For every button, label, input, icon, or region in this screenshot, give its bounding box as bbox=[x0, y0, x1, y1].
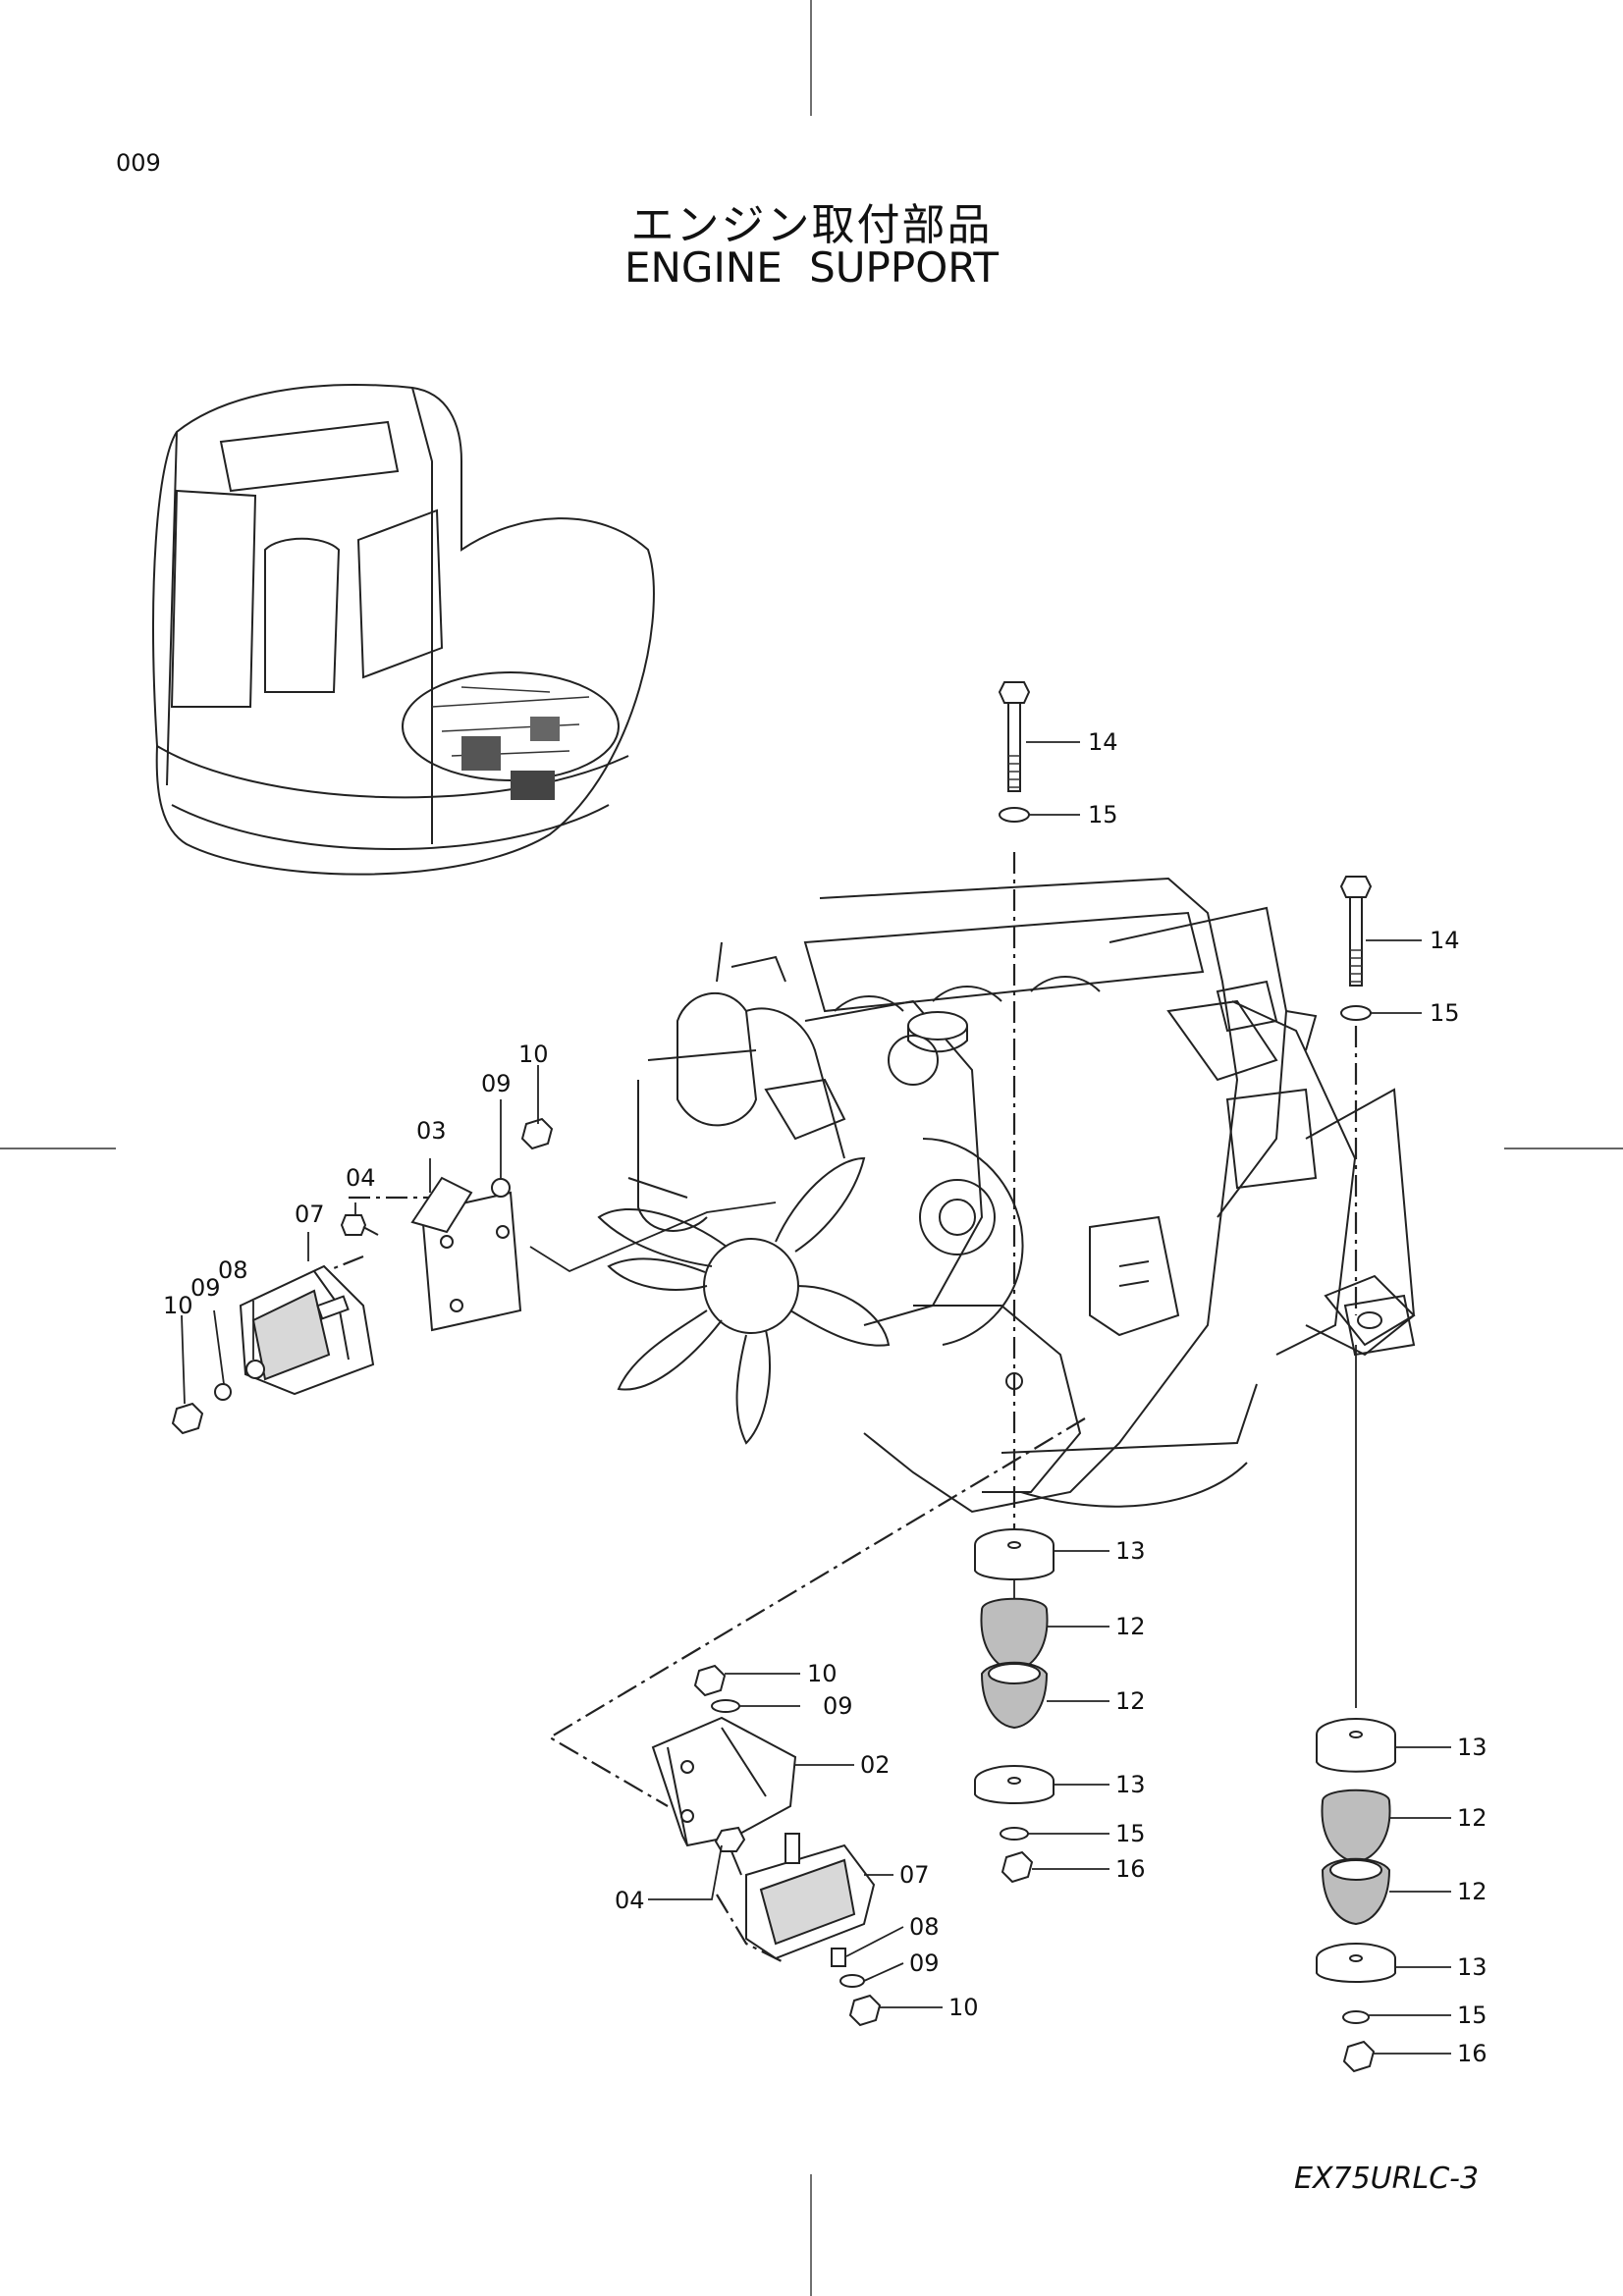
rear-support-bracket bbox=[651, 1716, 797, 1847]
callout-10-rear-bottom: 10 bbox=[948, 1994, 979, 2021]
front-nuts-washers bbox=[171, 1117, 554, 1435]
callout-10-front-top: 10 bbox=[518, 1041, 549, 1068]
callout-labels: 14 15 14 15 10 09 03 04 07 08 09 10 13 1… bbox=[163, 728, 1488, 2067]
upper-bolt-left bbox=[998, 681, 1031, 792]
callout-12-right-top: 12 bbox=[1457, 1804, 1488, 1832]
callout-08-rear: 08 bbox=[909, 1913, 940, 1941]
page-title-english: ENGINE SUPPORT bbox=[623, 243, 1000, 292]
upper-washer-right bbox=[1340, 1005, 1372, 1021]
assembly-lines bbox=[264, 852, 1358, 1964]
page-title-japanese: エンジン取付部品 bbox=[630, 200, 993, 250]
excavator-location-illustration bbox=[152, 384, 655, 876]
callout-15-left-bottom: 15 bbox=[1115, 1820, 1146, 1847]
callout-15-left: 15 bbox=[1088, 801, 1118, 828]
callout-15-right: 15 bbox=[1430, 999, 1460, 1027]
upper-bolt-right bbox=[1339, 876, 1373, 987]
rear-mount-rubber bbox=[745, 1833, 876, 1960]
callout-09-rear-top: 09 bbox=[823, 1692, 853, 1720]
callout-16-right: 16 bbox=[1457, 2040, 1488, 2067]
front-bolt bbox=[340, 1214, 379, 1236]
front-mount-rubber bbox=[239, 1264, 375, 1396]
callout-04-front: 04 bbox=[346, 1164, 376, 1192]
left-cushion-stack bbox=[974, 1528, 1055, 1884]
callout-03: 03 bbox=[416, 1117, 447, 1145]
callout-07-rear: 07 bbox=[899, 1861, 930, 1889]
callout-07-front: 07 bbox=[295, 1201, 325, 1228]
callout-09-rear-bottom: 09 bbox=[909, 1949, 940, 1977]
callout-15-right-bottom: 15 bbox=[1457, 2002, 1488, 2029]
callout-13-right-top: 13 bbox=[1457, 1734, 1488, 1761]
front-support-bracket bbox=[410, 1176, 522, 1332]
callout-16-left: 16 bbox=[1115, 1855, 1146, 1883]
callout-04-rear: 04 bbox=[615, 1887, 645, 1914]
upper-washer-left bbox=[999, 807, 1030, 823]
callout-12-right-bottom: 12 bbox=[1457, 1878, 1488, 1905]
rear-nuts-washers bbox=[693, 1664, 882, 2027]
callout-08-front: 08 bbox=[218, 1256, 248, 1284]
callout-14-left: 14 bbox=[1088, 728, 1118, 756]
right-cushion-stack bbox=[1316, 1718, 1396, 2073]
callout-10-front-bottom: 10 bbox=[163, 1292, 193, 1319]
callout-leaders bbox=[181, 741, 1451, 2055]
callout-09-front-bottom: 09 bbox=[190, 1274, 221, 1302]
fan-illustration bbox=[597, 1156, 891, 1445]
engine-illustration bbox=[597, 877, 1416, 1514]
model-code: EX75URLC-3 bbox=[1294, 2162, 1480, 2196]
rear-bolt bbox=[714, 1826, 746, 1876]
callout-14-right: 14 bbox=[1430, 927, 1460, 954]
callout-12-left-top: 12 bbox=[1115, 1613, 1146, 1640]
callout-13-left-bottom: 13 bbox=[1115, 1771, 1146, 1798]
callout-02: 02 bbox=[860, 1751, 891, 1779]
callout-12-left-bottom: 12 bbox=[1115, 1687, 1146, 1715]
callout-13-left-top: 13 bbox=[1115, 1537, 1146, 1565]
callout-10-rear-top: 10 bbox=[807, 1660, 838, 1687]
callout-13-right-bottom: 13 bbox=[1457, 1953, 1488, 1981]
page-number: 009 bbox=[116, 149, 161, 177]
callout-09-front-top: 09 bbox=[481, 1070, 512, 1097]
